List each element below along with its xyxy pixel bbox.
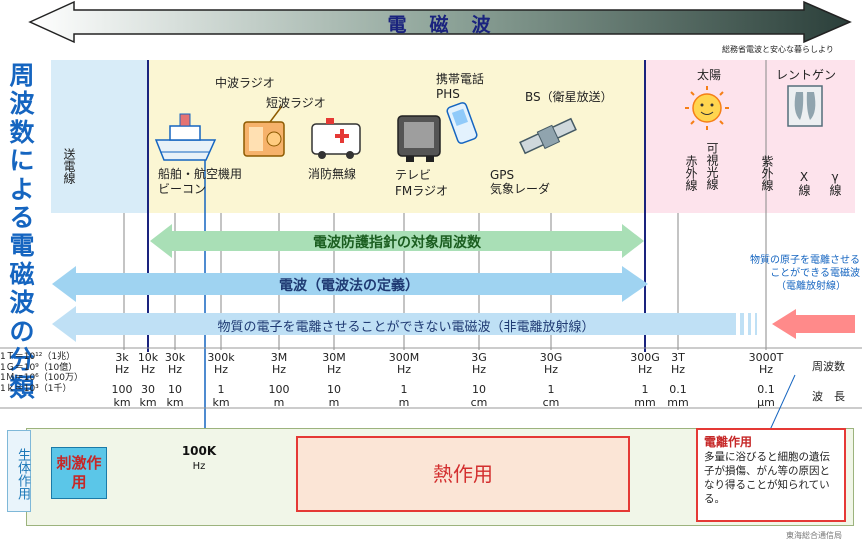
label-transmission: 送電線 [62,148,76,184]
ionizing-note-line-2: ことができる電磁波 [770,268,860,279]
label-ultraviolet: 紫外線 [760,155,774,191]
zone-dividers [147,60,646,352]
mobile-phone-icon [446,102,478,144]
label-mobile-phone: 携帯電話 [436,72,485,86]
guideline-arrow [150,224,644,258]
em-wave-arrow [28,0,852,44]
low-frequency-zone [51,60,148,213]
tv-icon [397,115,441,162]
label-x-ray: X線 [797,170,811,196]
ionizing-note-line-3: （電離放射線） [776,281,846,292]
axis-wavelength-label: 波 長 [812,390,845,403]
source-note: 総務省電波と安心な暮らしより [722,45,834,54]
ionization-desc: 多量に浴びると細胞の遺伝子が損傷、がん等の原因となり得ることが知られている。 [704,451,830,505]
footer-credit: 東海総合通信局 [786,531,842,540]
label-bs: BS（衛星放送） [525,90,613,104]
label-ship-aircraft: 船舶・航空機用 [158,167,243,181]
label-gps: GPS [490,168,515,182]
side-title: 周波数 による 電磁波 の分類 [9,61,35,403]
xray-icon [787,85,823,127]
ionization-title: 電離作用 [704,435,753,449]
radio-icon [243,105,285,157]
guideline-text: 電波防護指針の対象周波数 [313,235,481,251]
label-fm: FMラジオ [395,184,449,198]
satellite-icon [519,117,577,155]
label-gamma: γ線 [828,170,842,196]
ionizing-note-line-1: 物質の原子を電離させる [750,255,860,266]
label-weather-radar: 気象レーダ [490,182,551,196]
ionizing-note: 物質の原子を電離させる ことができる電磁波 （電離放射線） [700,254,860,293]
label-fire-radio: 消防無線 [308,167,357,181]
bio-label: 生体作用 [7,430,31,512]
unit-notes: 1Ｔ＝10¹²（1兆） 1Ｇ＝10⁹（10億） 1Ｍ＝10⁶（100万） 1ｋ＝… [0,352,83,394]
optical-zone [645,60,855,213]
header-title: 電 磁 波 [387,14,493,36]
boundary-100k: 100K Hz [181,444,217,472]
radio-definition-arrow [52,266,648,302]
ionization-box: 電離作用 多量に浴びると細胞の遺伝子が損傷、がん等の原因となり得ることが知られて… [696,428,846,522]
label-sun: 太陽 [697,68,722,82]
ionizing-arrow [772,309,855,339]
label-xray-device: レントゲン [776,68,837,82]
sun-icon [685,86,729,130]
radio-definition-text: 電波（電波法の定義） [279,278,419,294]
non-ionizing-arrow [52,306,736,342]
label-infrared: 赤外線 [684,155,698,191]
stimulation-box: 刺激作用 [51,447,107,499]
label-visible: 可視光線 [705,142,719,190]
non-ionizing-arrow-tail [740,313,757,335]
axis-frequency-label: 周波数 [812,360,845,373]
ionizing-pointer-line [769,374,796,431]
label-medium-wave-radio: 中波ラジオ [215,76,275,90]
label-beacon: ビーコン [158,182,207,196]
label-phs: PHS [436,87,460,101]
thermal-effect-box: 熱作用 [296,436,630,512]
non-ionizing-text: 物質の電子を電離させることができない電磁波（非電離放射線） [217,320,595,335]
ambulance-icon [311,118,361,159]
label-short-wave-radio: 短波ラジオ [266,96,326,110]
label-tv: テレビ [395,168,432,182]
ship-icon [154,113,217,161]
